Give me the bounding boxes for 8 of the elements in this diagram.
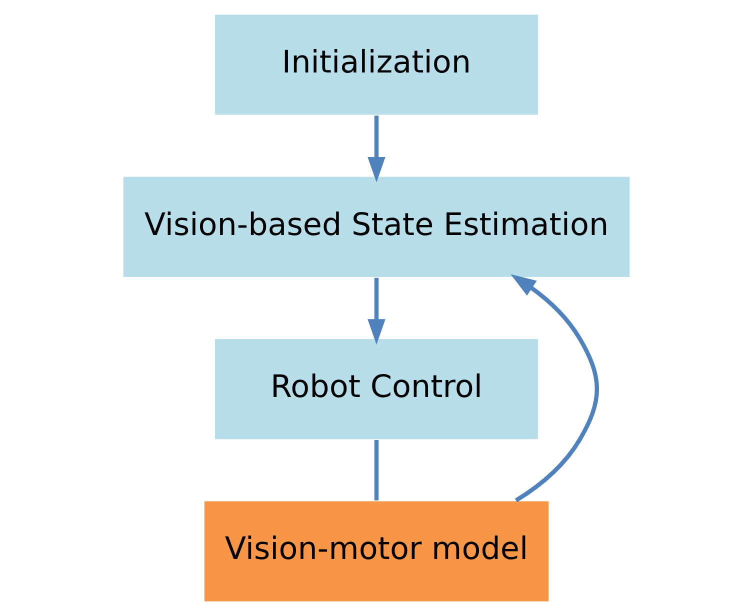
arrow — [367, 278, 385, 345]
arrow — [510, 274, 598, 502]
node-box: Initialization — [213, 13, 539, 116]
arrow — [367, 116, 385, 182]
node-box: Robot Control — [213, 338, 539, 441]
node-box: Vision-motor model — [202, 500, 550, 603]
connector — [374, 440, 378, 500]
node-box: Vision-based State Estimation — [121, 175, 631, 278]
